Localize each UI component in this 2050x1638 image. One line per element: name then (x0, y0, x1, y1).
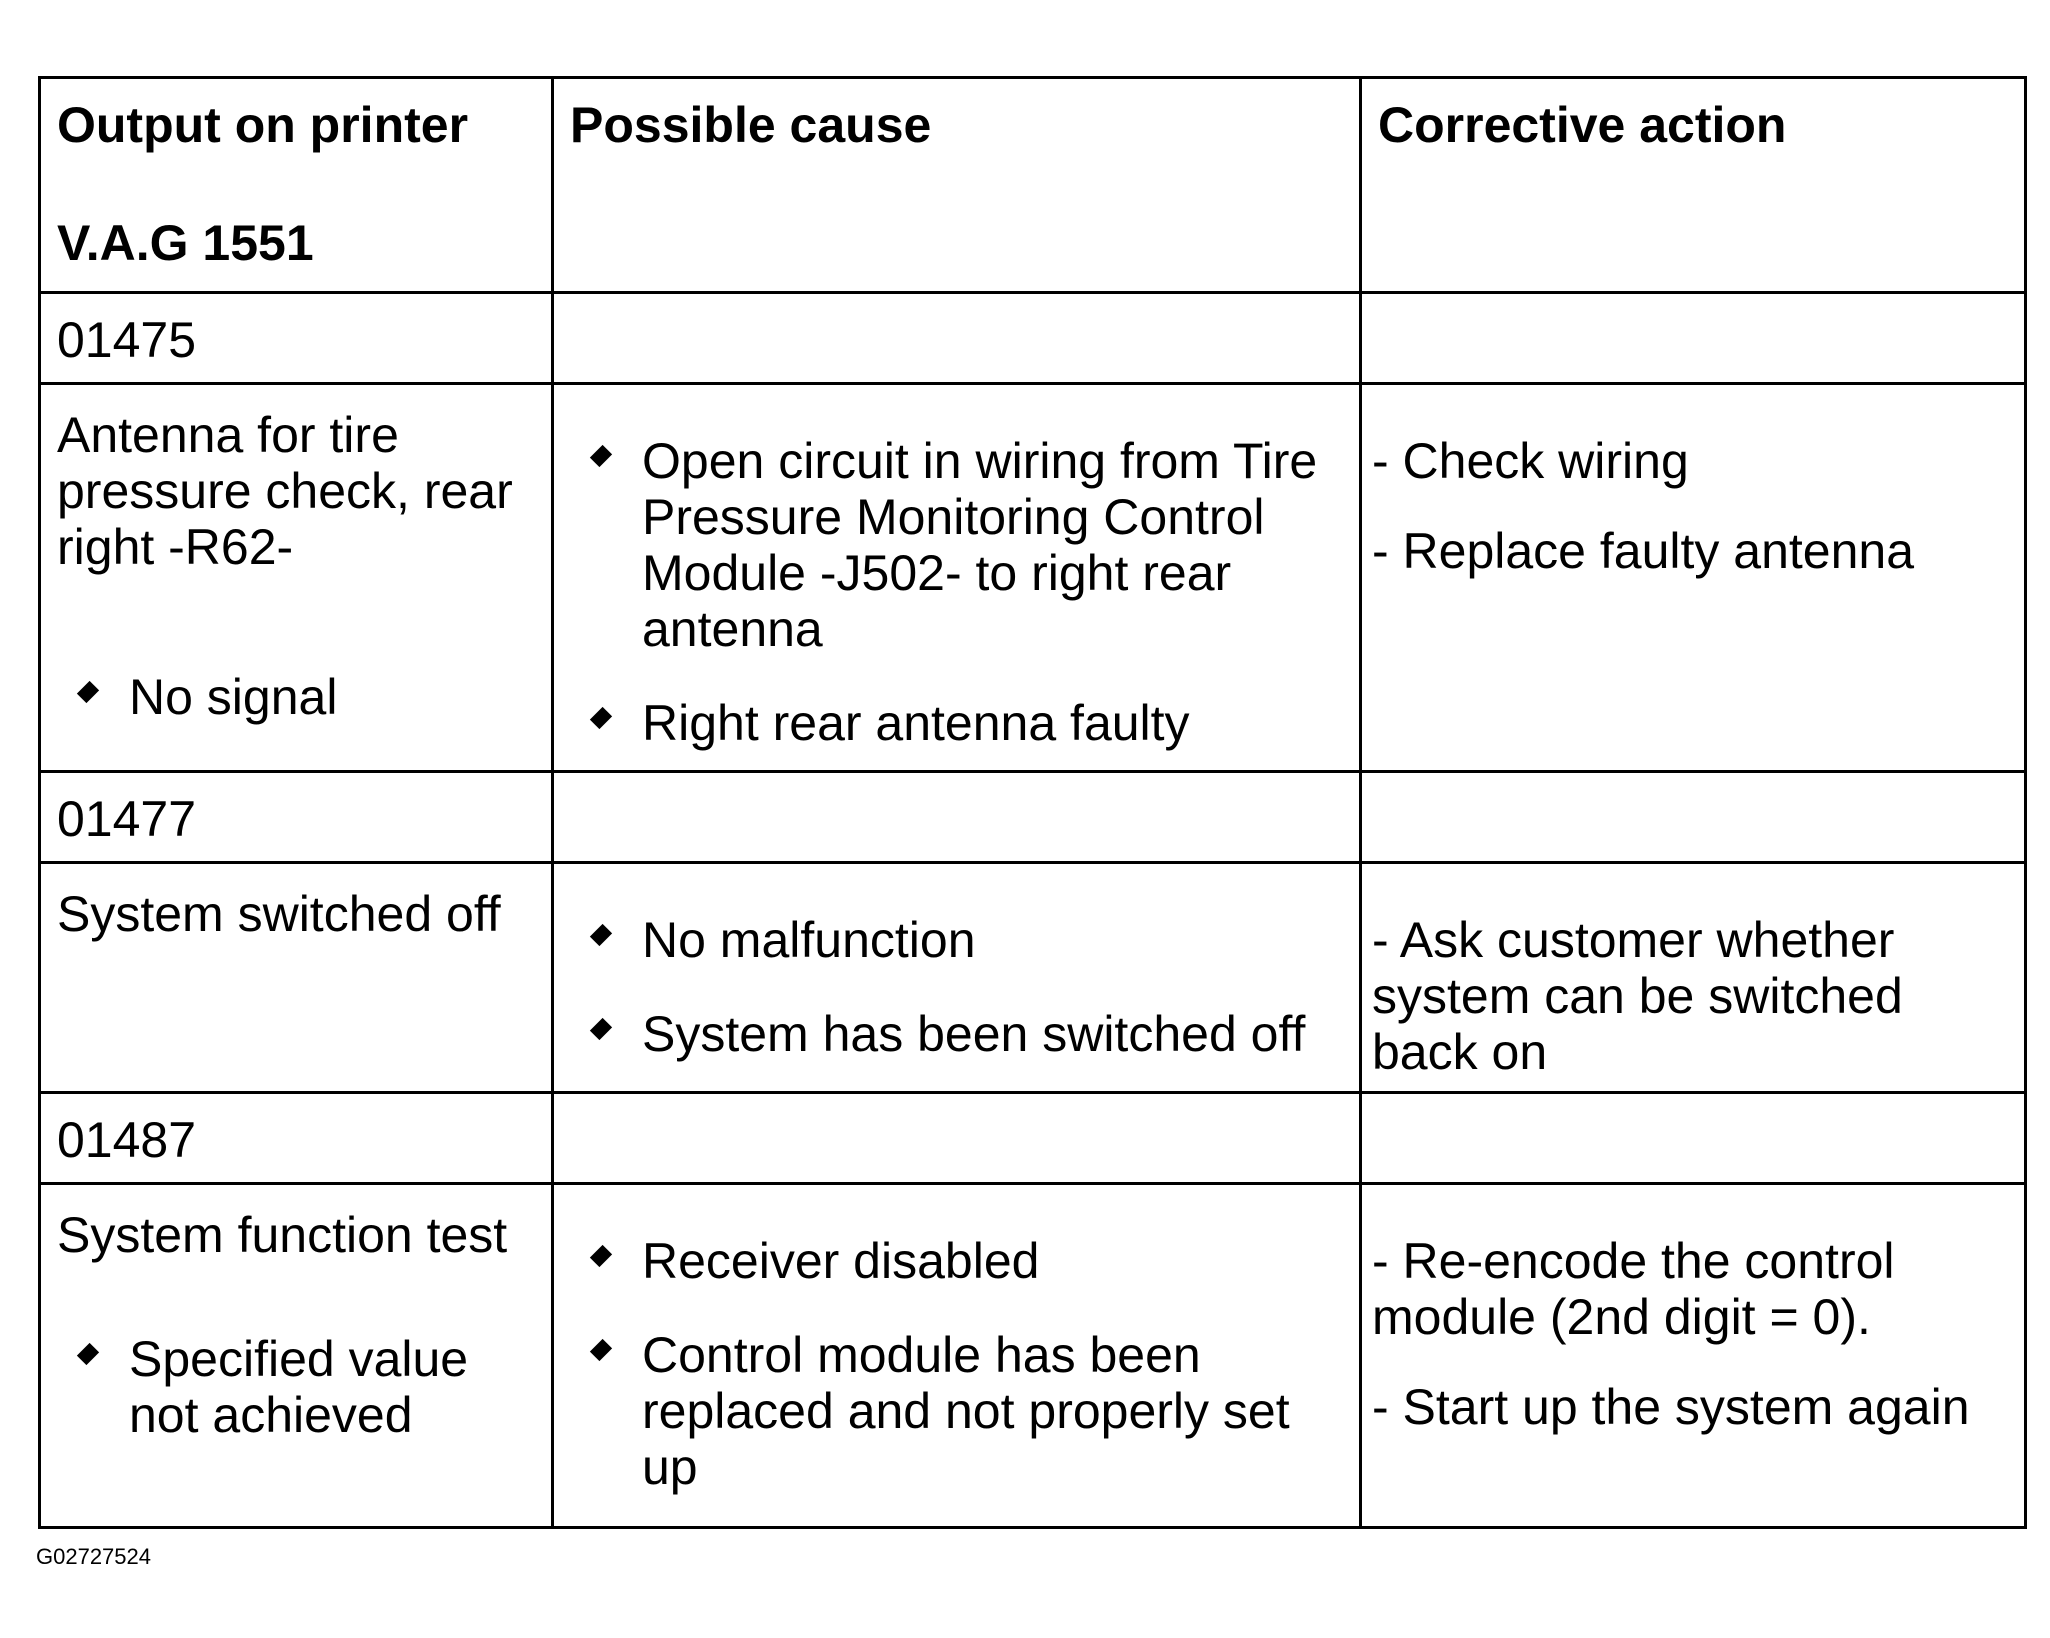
output-cell: System switched off (38, 861, 554, 1094)
diamond-bullet-icon (589, 1017, 613, 1041)
cause-item: Control module has been replaced and not… (570, 1327, 1343, 1495)
output-cell: System function test Specified value not… (38, 1182, 554, 1529)
condition-list: Specified value not achieved (57, 1331, 535, 1443)
cause-item: System has been switched off (570, 1006, 1343, 1062)
diamond-bullet-icon (76, 680, 100, 704)
header-cause-label: Possible cause (570, 97, 932, 153)
header-output-label: Output on printer (57, 97, 469, 153)
action-item: - Replace faulty antenna (1372, 523, 1915, 579)
header-cause: Possible cause (551, 76, 1362, 294)
condition-item: Specified value not achieved (57, 1331, 535, 1443)
cause-list: No malfunction System has been switched … (570, 864, 1343, 1062)
header-row: Output on printer V.A.G 1551 Possible ca… (38, 76, 2027, 294)
cause-list: Open circuit in wiring from Tire Pressur… (570, 385, 1343, 751)
header-tester-label: V.A.G 1551 (57, 215, 314, 271)
empty-cell (551, 1091, 1362, 1185)
output-title: Antenna for tire pressure check, rear ri… (57, 407, 513, 575)
diamond-bullet-icon (589, 444, 613, 468)
empty-cell (551, 770, 1362, 864)
empty-cell (551, 291, 1362, 385)
code-row-01475: 01475 (38, 291, 2027, 385)
code-row-01477: 01477 (38, 770, 2027, 864)
action-item: - Re-encode the control module (2nd digi… (1372, 1233, 1895, 1345)
diamond-bullet-icon (589, 1244, 613, 1268)
figure-id: G02727524 (36, 1544, 151, 1569)
header-action-label: Corrective action (1378, 97, 1787, 153)
diamond-bullet-icon (589, 1338, 613, 1362)
table-row: System function test Specified value not… (38, 1182, 2027, 1529)
action-list: - Ask customer whether system can be swi… (1362, 864, 2024, 1080)
action-cell: - Re-encode the control module (2nd digi… (1359, 1182, 2027, 1529)
action-item: - Start up the system again (1372, 1379, 1970, 1435)
output-title: System switched off (57, 886, 501, 942)
cause-item: Open circuit in wiring from Tire Pressur… (570, 433, 1343, 657)
cause-item: Right rear antenna faulty (570, 695, 1343, 751)
action-cell: - Ask customer whether system can be swi… (1359, 861, 2027, 1094)
header-output: Output on printer V.A.G 1551 (38, 76, 554, 294)
fault-code-cell: 01477 (38, 770, 554, 864)
fault-code-table: Output on printer V.A.G 1551 Possible ca… (38, 76, 2027, 1529)
fault-code-cell: 01487 (38, 1091, 554, 1185)
output-cell: Antenna for tire pressure check, rear ri… (38, 382, 554, 773)
table-row: Antenna for tire pressure check, rear ri… (38, 382, 2027, 773)
diamond-bullet-icon (589, 923, 613, 947)
fault-code-cell: 01475 (38, 291, 554, 385)
cause-item: No malfunction (570, 912, 1343, 968)
action-list: - Re-encode the control module (2nd digi… (1362, 1185, 2024, 1435)
cause-item: Receiver disabled (570, 1233, 1343, 1289)
code-row-01487: 01487 (38, 1091, 2027, 1185)
diamond-bullet-icon (589, 706, 613, 730)
action-item: - Check wiring (1372, 433, 1689, 489)
table-row: System switched off No malfunction Syste… (38, 861, 2027, 1094)
empty-cell (1359, 1091, 2027, 1185)
action-list: - Check wiring - Replace faulty antenna (1362, 385, 2024, 579)
action-item: - Ask customer whether system can be swi… (1372, 912, 1903, 1080)
condition-item: No signal (57, 669, 535, 725)
diamond-bullet-icon (76, 1342, 100, 1366)
fault-code: 01475 (57, 312, 197, 368)
output-title: System function test (57, 1207, 508, 1263)
empty-cell (1359, 291, 2027, 385)
header-action: Corrective action (1359, 76, 2027, 294)
fault-code: 01487 (57, 1112, 197, 1168)
empty-cell (1359, 770, 2027, 864)
cause-cell: Receiver disabled Control module has bee… (551, 1182, 1362, 1529)
cause-cell: Open circuit in wiring from Tire Pressur… (551, 382, 1362, 773)
action-cell: - Check wiring - Replace faulty antenna (1359, 382, 2027, 773)
cause-cell: No malfunction System has been switched … (551, 861, 1362, 1094)
fault-code: 01477 (57, 791, 197, 847)
cause-list: Receiver disabled Control module has bee… (570, 1185, 1343, 1495)
condition-list: No signal (57, 669, 535, 725)
